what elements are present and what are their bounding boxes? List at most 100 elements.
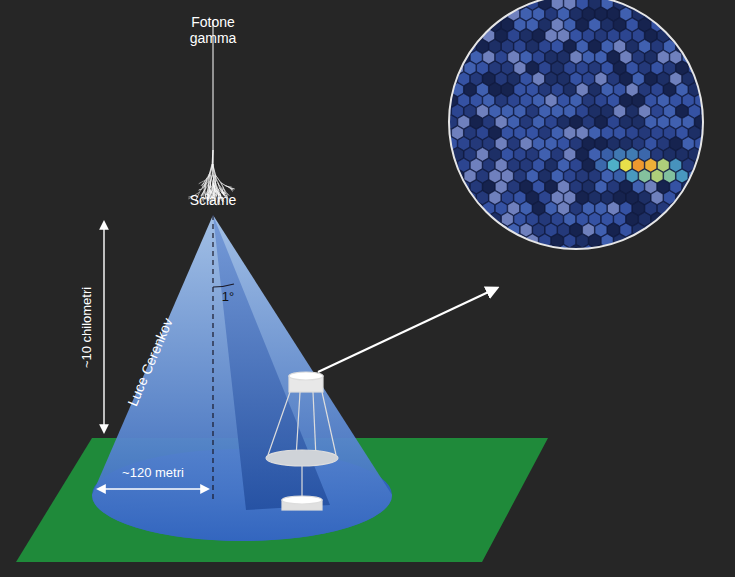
shower-track <box>200 185 205 192</box>
camera-pixel <box>439 148 451 162</box>
camera-pixel <box>570 94 582 108</box>
camera-pixel <box>533 223 545 237</box>
camera-pixel <box>576 191 588 205</box>
shower-track <box>231 187 235 189</box>
camera-pixel <box>670 50 682 64</box>
camera-pixel <box>464 169 476 183</box>
camera-pixel <box>514 104 526 118</box>
camera-pixel <box>551 169 563 183</box>
camera-pixel <box>477 104 489 118</box>
camera-pixel <box>601 18 613 32</box>
shower-track <box>199 182 202 184</box>
camera-pixel <box>651 148 663 162</box>
camera-pixel <box>514 212 526 226</box>
camera-pixel <box>682 94 694 108</box>
camera-pixel <box>495 202 507 216</box>
camera-pixel <box>489 148 501 162</box>
camera-pixel <box>470 94 482 108</box>
shower-track <box>215 175 220 182</box>
camera-pixel <box>483 94 495 108</box>
camera-pixel <box>664 212 676 226</box>
camera-pixel <box>632 137 644 151</box>
shower-track <box>219 188 221 192</box>
camera-pixel <box>520 7 532 21</box>
camera-pixel <box>533 7 545 21</box>
camera-pixel <box>489 40 501 54</box>
camera-pixel <box>651 83 663 97</box>
camera-pixel <box>676 148 688 162</box>
camera-pixel <box>539 104 551 118</box>
camera-pixel <box>533 158 545 172</box>
camera-pixel <box>526 104 538 118</box>
camera-pixel <box>551 40 563 54</box>
camera-pixel <box>651 191 663 205</box>
camera-pixel <box>539 61 551 75</box>
shower-track <box>209 164 212 176</box>
camera-pixel <box>520 29 532 43</box>
camera-pixel <box>583 137 595 151</box>
camera-pixel <box>570 158 582 172</box>
camera-pixel <box>526 212 538 226</box>
camera-pixel <box>664 169 676 183</box>
shower-track <box>210 175 212 183</box>
camera-pixel <box>589 191 601 205</box>
camera-pixel <box>639 126 651 140</box>
camera-pixel <box>533 115 545 129</box>
camera-pixel <box>701 83 713 97</box>
camera-pixel <box>701 148 713 162</box>
camera-pixel <box>495 115 507 129</box>
camera-pixel <box>589 18 601 32</box>
camera-pixel <box>682 115 694 129</box>
camera-pixel <box>689 126 701 140</box>
camera-pixel <box>570 50 582 64</box>
camera-pixel <box>539 40 551 54</box>
camera-pixel <box>664 18 676 32</box>
camera-pixel <box>558 72 570 86</box>
height-arrow <box>103 222 104 432</box>
camera-pixel <box>639 148 651 162</box>
camera-pixel <box>564 61 576 75</box>
camera-pixel <box>452 126 464 140</box>
camera-pixel <box>533 72 545 86</box>
camera-pixel <box>520 223 532 237</box>
camera-pixel <box>445 115 457 129</box>
camera-pixel <box>558 202 570 216</box>
camera-pixel <box>489 104 501 118</box>
camera-pixel <box>464 148 476 162</box>
camera-pixel <box>614 169 626 183</box>
camera-pixel <box>583 29 595 43</box>
camera-pixel <box>520 158 532 172</box>
camera-pixel <box>620 94 632 108</box>
shower-track <box>213 179 215 182</box>
camera-pixel <box>676 169 688 183</box>
camera-pixel <box>526 169 538 183</box>
camera-pixel <box>483 72 495 86</box>
shower-track <box>231 189 233 192</box>
camera-pixel <box>570 245 582 259</box>
camera-pixel <box>520 94 532 108</box>
camera-pixel <box>564 212 576 226</box>
camera-pixel <box>526 148 538 162</box>
camera-pixel <box>576 234 588 248</box>
camera-pixel <box>589 148 601 162</box>
camera-pixel <box>645 72 657 86</box>
camera-pixel <box>533 245 545 259</box>
camera-pixel <box>626 148 638 162</box>
camera-pixel <box>501 169 513 183</box>
camera-pixel <box>595 223 607 237</box>
camera-pixel <box>464 83 476 97</box>
camera-pixel <box>539 212 551 226</box>
camera-pixel <box>595 29 607 43</box>
camera-pixel <box>564 234 576 248</box>
camera-pixel <box>583 158 595 172</box>
camera-pixel <box>595 115 607 129</box>
camera-pixel <box>483 137 495 151</box>
camera-pixel <box>576 169 588 183</box>
camera-pixel <box>645 94 657 108</box>
camera-pixel <box>620 7 632 21</box>
camera-pixel <box>564 104 576 118</box>
camera-pixel <box>508 29 520 43</box>
camera-pixel <box>576 104 588 118</box>
shower-track <box>212 150 214 164</box>
camera-pixel <box>576 40 588 54</box>
